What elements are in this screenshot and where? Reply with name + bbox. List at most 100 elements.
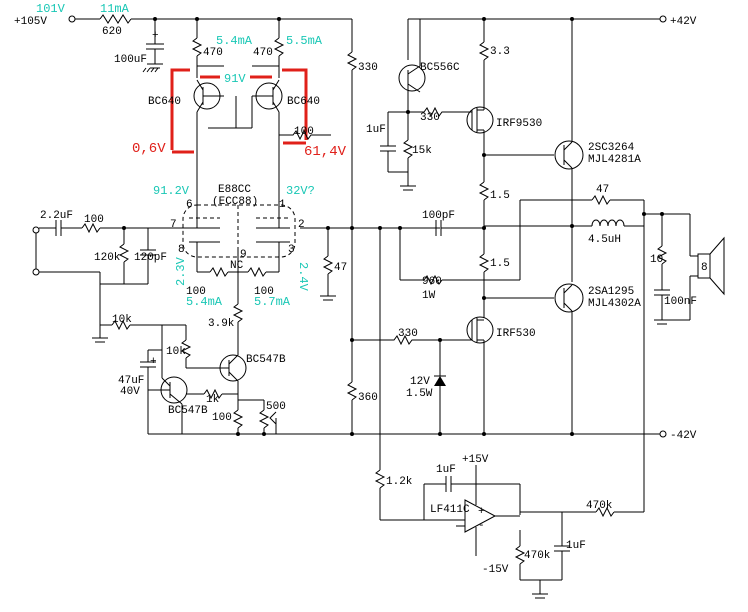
label-c1uf-b: 1uF [436, 464, 456, 476]
label-tube-alt: (ECC88) [212, 196, 258, 208]
label-r10k-a: 10k [112, 314, 132, 326]
resistor-330-gate [408, 106, 472, 118]
label-zener-w: 1.5W [406, 388, 433, 400]
label-mjl4281a: MJL4281A [588, 154, 641, 166]
resistor-960 [399, 228, 521, 286]
label-r470k-a: 470k [586, 500, 613, 512]
input-terminal-b [32, 268, 40, 276]
label-r100-pot: 100 [294, 126, 314, 138]
label-pos-rail: +42V [670, 16, 697, 28]
supply-nominal-v: +105V [14, 16, 47, 28]
meas-v0_6: 0,6V [132, 141, 166, 157]
meas-i5_4b: 5.4mA [186, 295, 223, 309]
label-nc: NC [230, 260, 244, 272]
meas-v91_2: 91.2V [153, 184, 190, 198]
servo-network [374, 228, 644, 599]
pin-3: 3 [288, 244, 295, 256]
label-c100nf: 100nF [664, 296, 697, 308]
label-r100a: 100 [186, 286, 206, 298]
meas-v2_4: 2.4V [296, 262, 310, 292]
label-bc556c: BC556C [420, 62, 460, 74]
label-c100pf: 100pF [422, 210, 455, 222]
label-neg-rail: -42V [670, 430, 697, 442]
label-c40v: 40V [120, 386, 140, 398]
label-r470a: 470 [203, 47, 223, 59]
supply-measured-v: 101V [36, 2, 66, 16]
label-zener-v: 12V [410, 376, 430, 388]
label-r100b: 100 [254, 286, 274, 298]
label-r47a: 47 [334, 262, 347, 274]
label-c120pf: 120pF [134, 252, 167, 264]
opamp-icon [464, 499, 497, 533]
label-r3_3: 3.3 [490, 46, 510, 58]
label-2sc3264: 2SC3264 [588, 142, 635, 154]
label-op-pos: +15V [462, 454, 489, 466]
label-r360: 360 [358, 392, 378, 404]
cathode-network [197, 250, 279, 352]
meas-i5_7: 5.7mA [254, 295, 291, 309]
inductor-icon [591, 219, 625, 227]
label-r470k-b: 470k [524, 550, 551, 562]
pin-9: 9 [240, 249, 247, 261]
label-r1w: 1W [422, 290, 436, 302]
zener-12v [434, 340, 446, 434]
transistor-bc547b-top [186, 352, 247, 400]
resistor-47-plate [320, 228, 336, 301]
label-bc640b: BC640 [287, 96, 320, 108]
meas-v2_3: 2.3V [174, 256, 188, 286]
pin-8: 8 [178, 244, 185, 256]
label-r330c: 330 [398, 328, 418, 340]
mosfet-irf9530 [466, 19, 494, 182]
pin-1: 1 [279, 199, 286, 211]
label-bc547b: BC547B [168, 405, 208, 417]
label-r1k: 1k [206, 394, 220, 406]
transistor-2sa1295 [484, 283, 584, 434]
resistor-100-pot [279, 129, 331, 141]
red-highlight [170, 68, 308, 154]
label-r100d: 100 [212, 412, 232, 424]
meas-v61_4: 61,4V [304, 144, 347, 160]
label-c47uf: 47uF [118, 375, 144, 387]
label-r1_2k: 1.2k [386, 476, 413, 488]
meas-v32: 32V? [286, 184, 315, 198]
meas-v91: 91V [224, 72, 246, 86]
pin-7: 7 [170, 219, 177, 231]
label-inductor: 4.5uH [588, 234, 621, 246]
resistor-470-right [273, 19, 285, 78]
label-r1_5a: 1.5 [490, 190, 510, 202]
label-r330b: 330 [420, 112, 440, 124]
resistor-470-left [191, 19, 203, 78]
input-network [32, 220, 197, 343]
label-r3_9k: 3.9k [208, 318, 235, 330]
pin-6: 6 [186, 199, 193, 211]
label-r620: 620 [102, 26, 122, 38]
meas-i5_5: 5.5mA [286, 34, 323, 48]
label-irf530: IRF530 [496, 328, 536, 340]
current-source-resistors [140, 324, 277, 434]
transistor-bc640-left [193, 79, 224, 113]
label-opamp: LF411C [430, 504, 470, 516]
hv-supply [68, 14, 352, 24]
label-r1_5b: 1.5 [490, 258, 510, 270]
tube-e88cc [182, 200, 296, 272]
pin-2: 2 [298, 219, 305, 231]
opamp-plus: + [478, 506, 485, 518]
label-c1uf-c: 1uF [566, 540, 586, 552]
label-c1uf-a: 1uF [366, 124, 386, 136]
ground-icon [142, 63, 163, 73]
input-terminal-a [32, 226, 40, 234]
cap-1uf-bias [380, 111, 416, 191]
label-c2_2uf: 2.2uF [40, 210, 73, 222]
label-r47b: 47 [596, 184, 609, 196]
label-2sa1295: 2SA1295 [588, 286, 634, 298]
opamp-minus: - [478, 520, 485, 532]
label-mjl4302a: MJL4302A [588, 298, 641, 310]
transistor-bc640-right [252, 79, 283, 113]
transistor-bc547b-bottom [148, 376, 188, 405]
label-bc547a: BC547B [246, 354, 286, 366]
label-r10k-b: 10k [166, 346, 186, 358]
resistor-330-lower [352, 334, 440, 346]
meas-i5_4a: 5.4mA [216, 34, 253, 48]
label-r15k: 15k [412, 145, 432, 157]
